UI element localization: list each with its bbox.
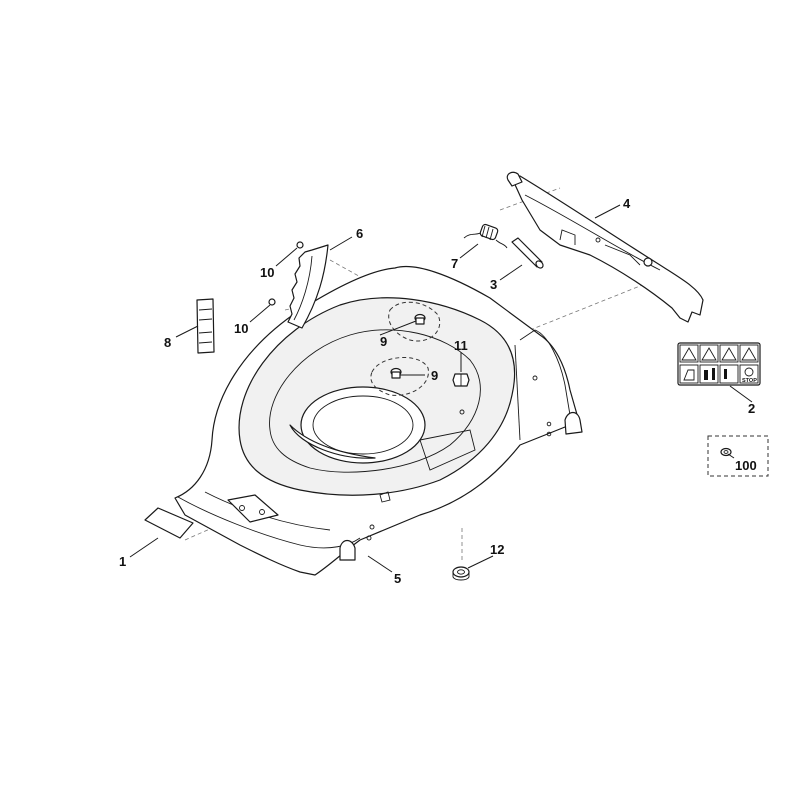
- callout-10-upper: 10: [260, 265, 274, 280]
- callout-8: 8: [164, 335, 171, 350]
- callout-6: 6: [356, 226, 363, 241]
- screw-9-upper[interactable]: [414, 313, 426, 325]
- warning-decal-2[interactable]: STOP: [677, 342, 761, 386]
- clip-8[interactable]: [196, 298, 215, 354]
- screw-10-lower[interactable]: [268, 298, 276, 306]
- callout-9-lower: 9: [431, 368, 438, 383]
- callout-10-lower: 10: [234, 321, 248, 336]
- callout-5: 5: [394, 571, 401, 586]
- callout-12: 12: [490, 542, 504, 557]
- callout-11: 11: [454, 338, 468, 353]
- callout-9-upper: 9: [380, 334, 387, 349]
- label-sticker-1[interactable]: [144, 507, 194, 539]
- callout-7: 7: [451, 256, 458, 271]
- callout-100: 100: [735, 458, 757, 473]
- screw-10-upper[interactable]: [296, 241, 304, 249]
- decal-stop-text: STOP: [742, 378, 757, 384]
- callout-3: 3: [490, 277, 497, 292]
- callout-4: 4: [623, 196, 631, 211]
- nut-12[interactable]: [452, 566, 470, 581]
- callout-labels: 1 2 3 4 5 6 7 8 9 9 10 10 11 12 100: [119, 196, 757, 586]
- spring-7[interactable]: [463, 223, 508, 249]
- callout-1: 1: [119, 554, 126, 569]
- leader-lines: [129, 204, 753, 573]
- screw-9-lower[interactable]: [390, 367, 402, 379]
- callout-2: 2: [748, 401, 755, 416]
- mower-deck[interactable]: [174, 265, 583, 576]
- bolt-11[interactable]: [452, 373, 470, 387]
- rear-flap-4[interactable]: [506, 171, 704, 323]
- pin-3[interactable]: [511, 237, 544, 269]
- height-adjuster-rack-6[interactable]: [287, 244, 329, 329]
